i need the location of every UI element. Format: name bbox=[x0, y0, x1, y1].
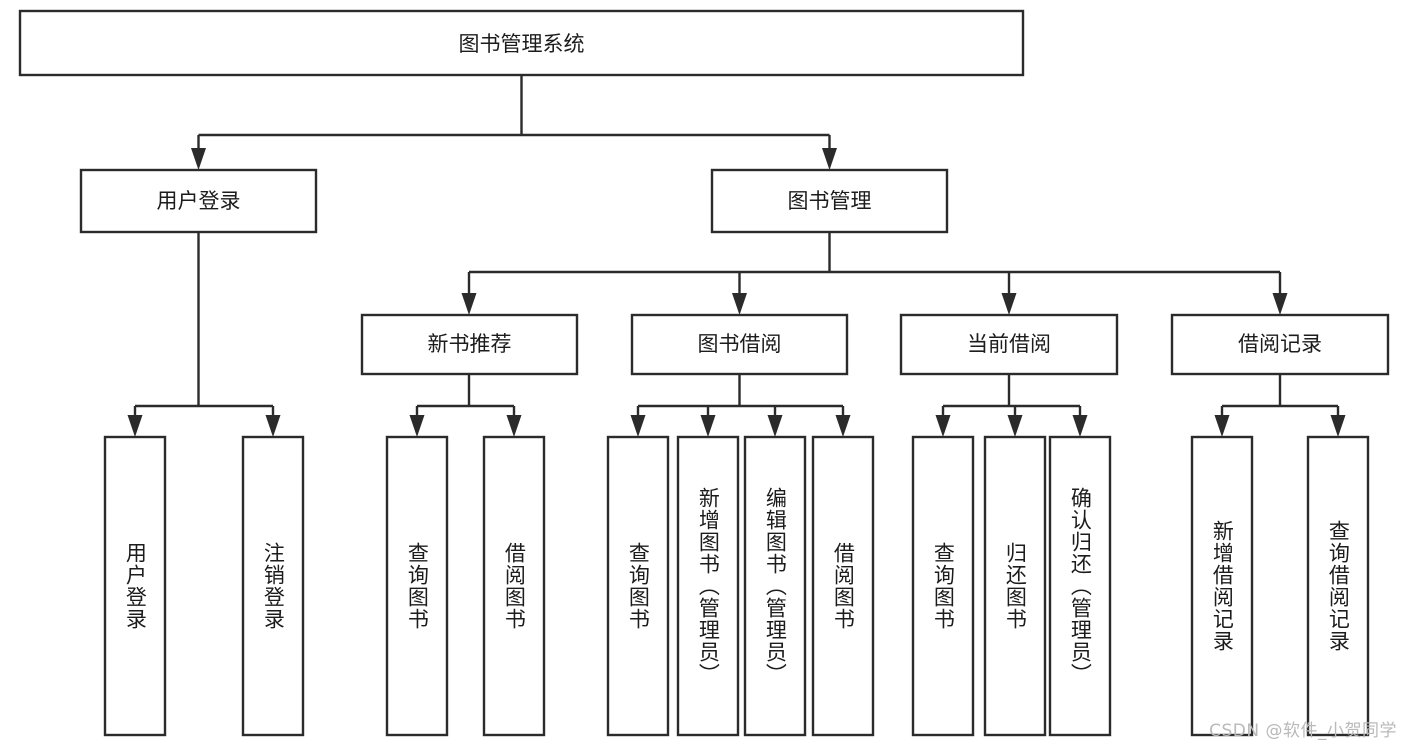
node-book-borrow[interactable]: 图书借阅 bbox=[630, 313, 849, 376]
node-current-borrow-box[interactable] bbox=[899, 313, 1119, 376]
connector-group-userlogin-to-leaves bbox=[127, 232, 281, 437]
arrow-head-leaf-query-record bbox=[1330, 415, 1346, 437]
csdn-watermark: CSDN @软件_小贺同学 bbox=[1209, 721, 1397, 741]
leaf-box-borrow-book-1[interactable] bbox=[482, 435, 546, 737]
connector-group-newbook-to-leaves bbox=[409, 374, 522, 437]
leaf-boxes bbox=[103, 435, 1370, 737]
node-user-login[interactable]: 用户登录 bbox=[79, 168, 318, 234]
node-root[interactable]: 图书管理系统 bbox=[18, 9, 1025, 77]
node-root-label: 图书管理系统 bbox=[459, 32, 585, 56]
arrow-head-leaf-user-login bbox=[127, 415, 143, 437]
arrow-head-new-book-rec bbox=[461, 293, 477, 315]
node-book-borrow-label: 图书借阅 bbox=[698, 332, 782, 356]
arrow-head-leaf-query-book-1 bbox=[409, 415, 425, 437]
connector-group-currentborrow-to-leaves bbox=[935, 374, 1088, 437]
node-borrow-record[interactable]: 借阅记录 bbox=[1170, 313, 1390, 376]
leaf-box-edit-book[interactable] bbox=[743, 435, 807, 737]
leaf-box-borrow-book-2[interactable] bbox=[811, 435, 875, 737]
node-book-management[interactable]: 图书管理 bbox=[710, 168, 949, 234]
leaf-box-query-record[interactable] bbox=[1306, 435, 1370, 737]
arrow-head-leaf-borrow-book-1 bbox=[506, 415, 522, 437]
node-user-login-label: 用户登录 bbox=[157, 189, 241, 213]
node-user-login-box[interactable] bbox=[79, 168, 318, 234]
connector-group-borrowrecord-to-leaves bbox=[1214, 374, 1346, 437]
node-book-management-box[interactable] bbox=[710, 168, 949, 234]
node-new-book-recommend[interactable]: 新书推荐 bbox=[360, 313, 579, 376]
arrow-head-leaf-logout bbox=[265, 415, 281, 437]
arrow-head-user-login bbox=[191, 148, 206, 170]
leaf-box-query-book-1[interactable] bbox=[385, 435, 449, 737]
arrow-head-leaf-return-book bbox=[1007, 415, 1023, 437]
leaf-box-user-login[interactable] bbox=[103, 435, 167, 737]
arrow-head-current-borrow bbox=[1001, 293, 1017, 315]
arrow-head-leaf-borrow-book-2 bbox=[835, 415, 851, 437]
node-current-borrow[interactable]: 当前借阅 bbox=[899, 313, 1119, 376]
leaf-box-add-book[interactable] bbox=[676, 435, 740, 737]
leaf-box-logout[interactable] bbox=[241, 435, 305, 737]
leaf-box-add-record[interactable] bbox=[1190, 435, 1254, 737]
node-book-borrow-box[interactable] bbox=[630, 313, 849, 376]
node-root-box[interactable] bbox=[18, 9, 1025, 77]
node-book-management-label: 图书管理 bbox=[788, 189, 872, 213]
arrow-head-leaf-edit-book bbox=[767, 415, 783, 437]
node-borrow-record-box[interactable] bbox=[1170, 313, 1390, 376]
leaf-box-query-book-3[interactable] bbox=[911, 435, 975, 737]
node-new-book-recommend-label: 新书推荐 bbox=[428, 332, 512, 356]
arrow-head-book-borrow bbox=[732, 293, 747, 315]
arrow-head-leaf-query-book-3 bbox=[935, 415, 951, 437]
arrow-head-borrow-record bbox=[1272, 293, 1288, 315]
arrow-head-leaf-add-book bbox=[700, 415, 716, 437]
node-current-borrow-label: 当前借阅 bbox=[967, 332, 1051, 356]
leaf-box-return-book[interactable] bbox=[983, 435, 1047, 737]
connector-group-root-to-level2 bbox=[191, 75, 837, 170]
arrow-head-book-management bbox=[822, 148, 837, 170]
node-new-book-recommend-box[interactable] bbox=[360, 313, 579, 376]
connector-group-bookmgmt-to-level3 bbox=[461, 232, 1288, 315]
arrow-head-leaf-add-record bbox=[1214, 415, 1230, 437]
arrow-head-leaf-query-book-2 bbox=[630, 415, 646, 437]
leaf-box-confirm-return[interactable] bbox=[1048, 435, 1112, 737]
connector-group-bookborrow-to-leaves bbox=[630, 374, 851, 437]
leaf-box-query-book-2[interactable] bbox=[606, 435, 670, 737]
node-borrow-record-label: 借阅记录 bbox=[1238, 332, 1322, 356]
arrow-head-leaf-confirm-return bbox=[1072, 415, 1088, 437]
